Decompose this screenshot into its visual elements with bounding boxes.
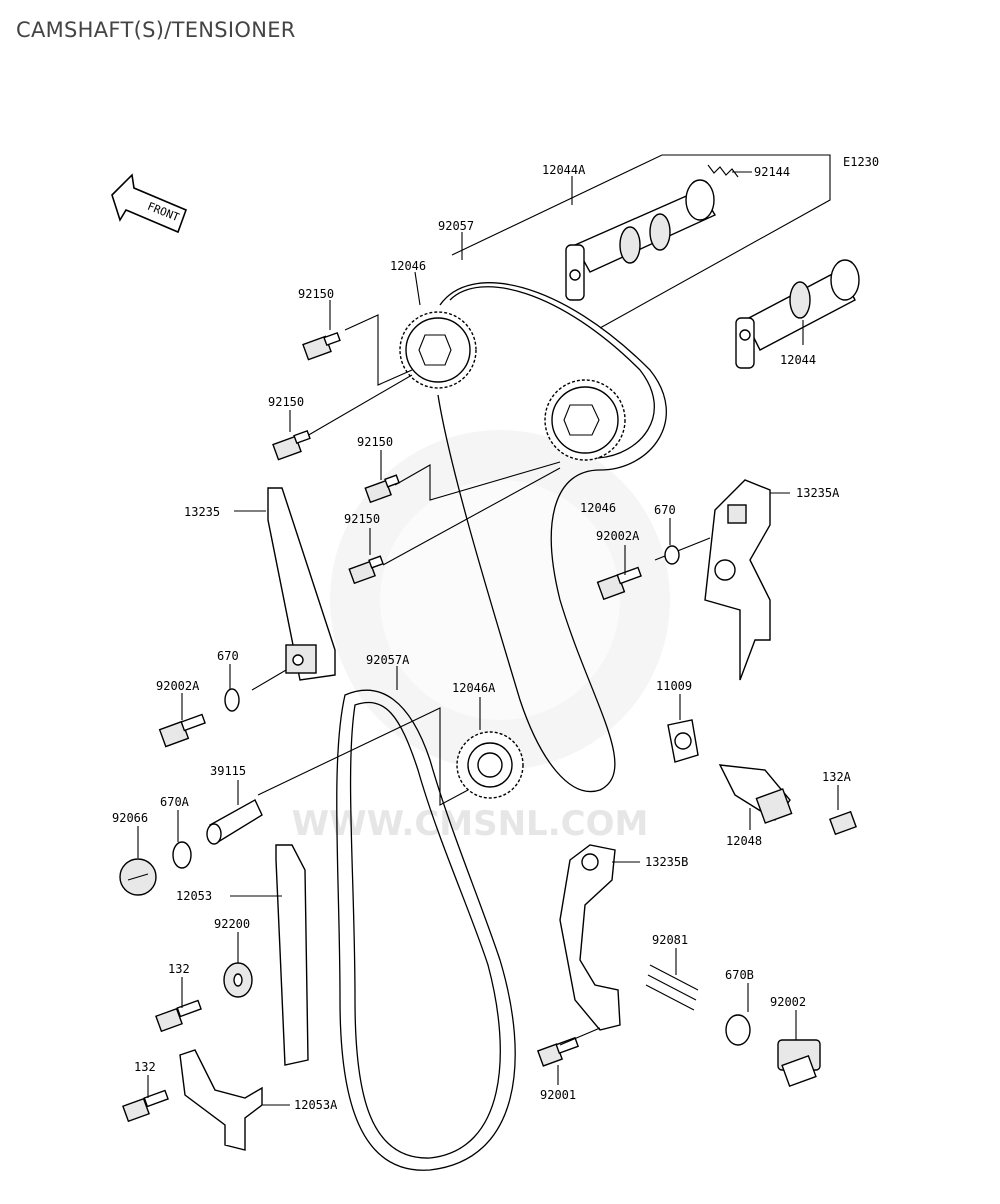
label-92002A-left: 92002A xyxy=(156,679,200,693)
label-12044A: 12044A xyxy=(542,163,586,177)
tensioner-arm-13235B xyxy=(559,844,621,1031)
label-12044: 12044 xyxy=(780,353,816,367)
label-92200: 92200 xyxy=(214,917,250,931)
label-11009: 11009 xyxy=(656,679,692,693)
o-ring-670-right xyxy=(664,545,680,565)
svg-text:WWW.CMSNL.COM: WWW.CMSNL.COM xyxy=(292,804,649,844)
sprocket-upper-right xyxy=(544,379,626,461)
label-132A: 132A xyxy=(822,770,852,784)
front-arrow-icon: FRONT xyxy=(111,173,188,234)
chain-guide-13235 xyxy=(267,487,336,681)
spring-92081 xyxy=(645,964,699,1011)
bolt-92001 xyxy=(536,1036,580,1067)
bolt-92150-a xyxy=(302,331,341,361)
label-670-left: 670 xyxy=(217,649,239,663)
label-670A: 670A xyxy=(160,795,190,809)
gasket-11009 xyxy=(667,719,699,763)
label-92057A: 92057A xyxy=(366,653,410,667)
bolt-132-a xyxy=(155,999,202,1033)
label-670-right: 670 xyxy=(654,503,676,517)
bolt-92002A-a xyxy=(158,713,206,748)
label-92150-a: 92150 xyxy=(298,287,334,301)
part-labels: 12044A 92144 92057 12046 12044 92150 921… xyxy=(112,163,852,1112)
label-132-lower: 132 xyxy=(134,1060,156,1074)
sprocket-lower xyxy=(456,731,524,799)
label-12053: 12053 xyxy=(176,889,212,903)
tensioner-arm-13235A xyxy=(704,479,771,681)
label-92081: 92081 xyxy=(652,933,688,947)
label-92150-b: 92150 xyxy=(268,395,304,409)
o-ring-670B xyxy=(725,1014,751,1046)
label-12053A: 12053A xyxy=(294,1098,338,1112)
sprocket-upper-left xyxy=(399,311,477,389)
spring-92144 xyxy=(707,164,739,178)
label-12046-upper: 12046 xyxy=(390,259,426,273)
watermark: WWW.CMSNL.COM xyxy=(292,430,670,844)
bolt-92150-b xyxy=(272,429,311,461)
label-13235: 13235 xyxy=(184,505,220,519)
label-92002A-right: 92002A xyxy=(596,529,640,543)
label-92002: 92002 xyxy=(770,995,806,1009)
tensioner-12048 xyxy=(718,764,793,824)
label-12046-lower: 12046 xyxy=(580,501,616,515)
label-132-upper: 132 xyxy=(168,962,190,976)
label-12048: 12048 xyxy=(726,834,762,848)
label-670B: 670B xyxy=(725,968,754,982)
guide-bracket-12053A xyxy=(179,1049,263,1151)
o-ring-670-left xyxy=(224,688,240,712)
bolt-132A xyxy=(829,810,857,836)
chain-guide-12053 xyxy=(275,844,309,1066)
bolt-92002A-b xyxy=(596,566,642,601)
diagram-code: E1230 xyxy=(843,155,879,169)
label-92150-d: 92150 xyxy=(344,512,380,526)
bolt-92150-c xyxy=(364,474,400,504)
chain-upper xyxy=(437,282,667,793)
label-39115: 39115 xyxy=(210,764,246,778)
label-12046A: 12046A xyxy=(452,681,496,695)
camshaft-group-bracket xyxy=(451,154,831,329)
pin-39115 xyxy=(206,799,263,845)
bolt-92150-d xyxy=(348,555,384,585)
washer-92200 xyxy=(223,962,253,998)
camshaft-exhaust xyxy=(735,259,860,369)
label-92057: 92057 xyxy=(438,219,474,233)
chain-lower xyxy=(336,689,516,1171)
page-title: CAMSHAFT(S)/TENSIONER xyxy=(16,18,296,42)
label-92144: 92144 xyxy=(754,165,790,179)
o-ring-670A xyxy=(172,841,192,869)
label-92066: 92066 xyxy=(112,811,148,825)
camshaft-intake xyxy=(565,179,717,301)
plug-92066 xyxy=(119,858,157,896)
bolt-132-b xyxy=(122,1089,169,1123)
label-92001: 92001 xyxy=(540,1088,576,1102)
label-13235B: 13235B xyxy=(645,855,688,869)
plug-92002 xyxy=(777,1039,821,1088)
label-92150-c: 92150 xyxy=(357,435,393,449)
label-13235A: 13235A xyxy=(796,486,840,500)
